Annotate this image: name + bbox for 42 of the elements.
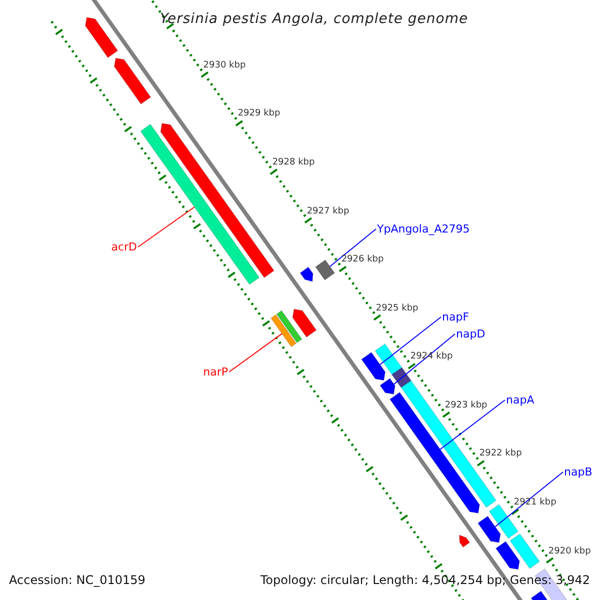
leader-line [380, 316, 442, 366]
leader-line [393, 334, 456, 385]
gene-label: napB [564, 466, 592, 478]
gene-segment [488, 504, 519, 539]
genome-stats-text: Topology: circular; Length: 4,504,254 bp; Genes: 3,942 [260, 574, 590, 586]
gene-label: YpAngola_A2795 [377, 224, 470, 234]
tick-label: 2927 kbp [306, 207, 350, 216]
gene-feature [292, 308, 317, 338]
gene-feature [477, 516, 501, 543]
gene-feature [84, 16, 118, 58]
leader-line [138, 206, 195, 248]
gene-segment [270, 314, 297, 348]
tick-label: 2926 kbp [341, 256, 384, 265]
gene-label: napD [456, 328, 486, 340]
tick-label: 2922 kbp [479, 450, 522, 459]
gene-segment [140, 124, 260, 285]
gene-segment [314, 259, 336, 281]
gene-label: napA [506, 394, 534, 406]
gene-label: napF [442, 312, 470, 322]
gene-label: acrD [111, 242, 137, 252]
tick-label: 2920 kbp [548, 547, 591, 556]
tick-label: 2928 kbp [272, 158, 315, 168]
gene-feature [495, 540, 520, 570]
tick-label: 2930 kbp [203, 61, 246, 70]
gene-segment [510, 533, 540, 570]
leader-line [228, 333, 282, 372]
leader-line [329, 228, 376, 267]
gene-feature [459, 534, 470, 548]
gene-segment [391, 367, 412, 388]
gene-segment [276, 310, 302, 344]
tick-label: 2929 kbp [238, 110, 280, 119]
gene-feature [360, 352, 386, 381]
gene-label: narP [203, 366, 228, 378]
title: Yersinia pestis Angola, complete genome [160, 10, 468, 29]
tick-label: 2925 kbp [376, 304, 418, 314]
accession-text: Accession: NC_010159 [9, 574, 146, 586]
leader-line [494, 472, 564, 528]
leader-line [440, 400, 506, 450]
gene-feature [160, 122, 275, 278]
tick-label: 2923 kbp [444, 401, 488, 410]
gene-feature [114, 58, 152, 105]
gene-feature [380, 378, 396, 395]
